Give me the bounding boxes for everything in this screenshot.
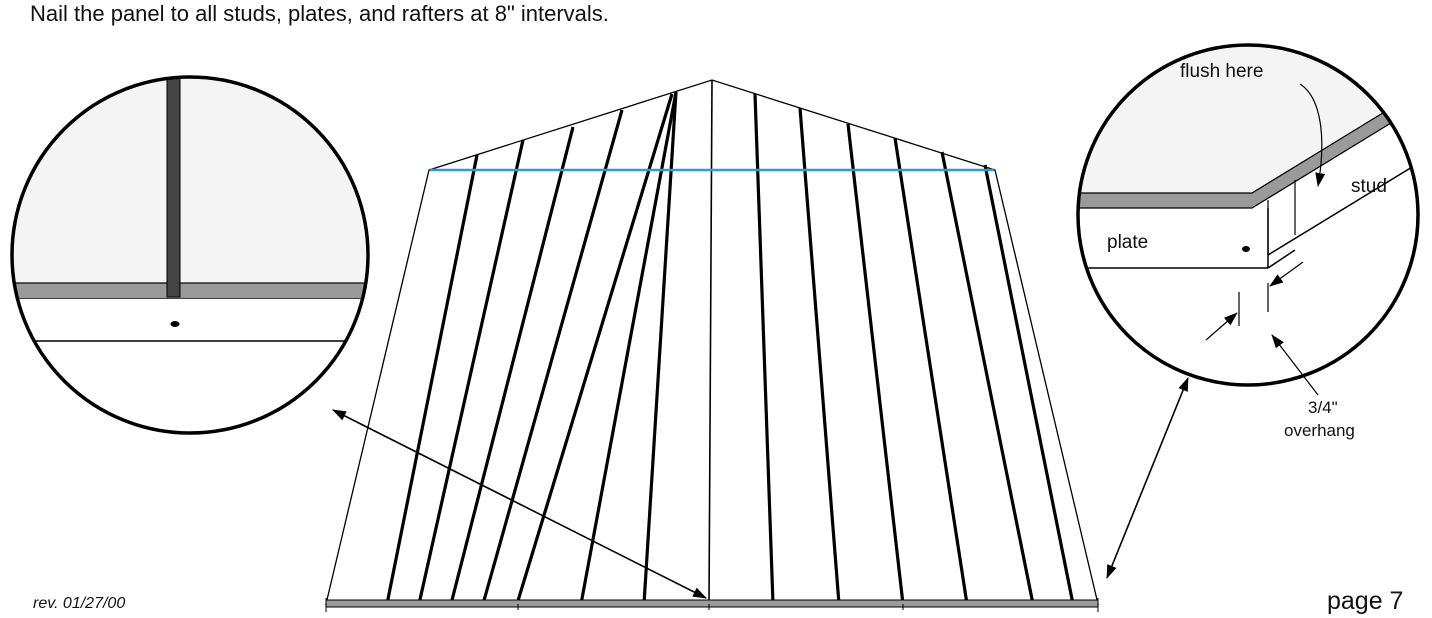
- panel-seam: [708, 79, 713, 605]
- detail-right: flush here stud plate 3/4" overhang: [1076, 43, 1420, 440]
- revision-date: rev. 01/27/00: [33, 595, 126, 612]
- panel-groove: [798, 107, 841, 605]
- flush-here-label: flush here: [1180, 61, 1263, 82]
- detail-left-frame: [10, 75, 370, 435]
- page-number: page 7: [1327, 587, 1404, 615]
- overhang-value: 3/4": [1308, 398, 1338, 417]
- right-callout-arrow: [1106, 377, 1189, 579]
- instruction-text: Nail the panel to all studs, plates, and…: [30, 1, 609, 26]
- bottom-plate: [325, 599, 1099, 608]
- nail-hole: [1242, 246, 1250, 252]
- wall-panel: [325, 79, 1099, 612]
- panel-groove: [940, 151, 1035, 605]
- panel-edge-strip: [12, 282, 368, 300]
- overhang-label: overhang: [1284, 421, 1355, 440]
- panel-groove: [893, 137, 969, 605]
- left-callout-arrow: [332, 409, 707, 599]
- panel-grooves: [385, 79, 1075, 605]
- panel-groove-closeup: [166, 77, 181, 298]
- detail-right-frame: [1076, 43, 1420, 387]
- plate-face: [12, 299, 368, 341]
- panel-groove: [753, 93, 775, 605]
- overhang-arrow: [1269, 261, 1304, 287]
- nail-hole: [170, 321, 180, 327]
- overhang-arrow: [1205, 312, 1238, 341]
- panel-edge-strip: [1078, 76, 1418, 209]
- overhang-callout-arrow: [1271, 334, 1319, 396]
- flush-leader: [1299, 83, 1326, 187]
- detail-left: [10, 75, 370, 435]
- stud-label: stud: [1351, 176, 1387, 197]
- panel-groove: [983, 164, 1075, 605]
- plate-label: plate: [1107, 232, 1148, 253]
- panel-groove: [846, 123, 905, 605]
